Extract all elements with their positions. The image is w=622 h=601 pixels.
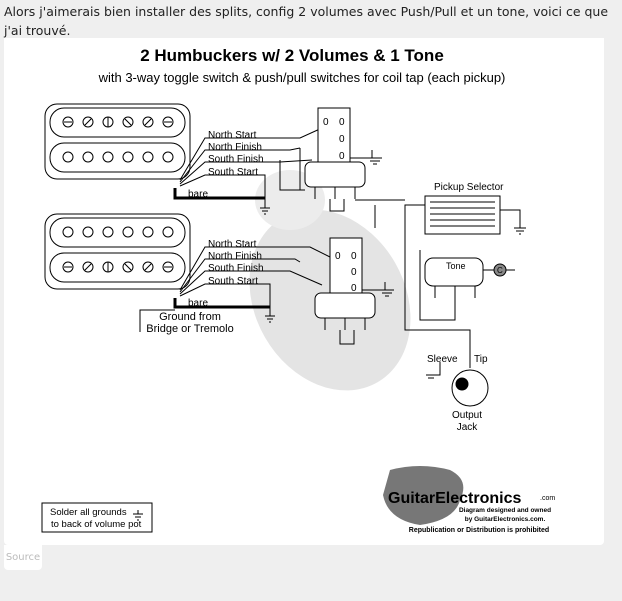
pickup-selector-switch — [355, 195, 526, 250]
tip-label: Tip — [474, 354, 488, 365]
switch-lug-label: 0 — [339, 134, 345, 145]
bridge-south-finish-label: South Finish — [208, 263, 264, 274]
output-jack — [404, 250, 489, 407]
logo-suffix: .com — [540, 495, 555, 502]
logo-line3: Republication or Distribution is prohibi… — [409, 527, 549, 534]
capacitor-label: C — [497, 266, 503, 275]
diagram-title: 2 Humbuckers w/ 2 Volumes & 1 Tone — [140, 46, 444, 65]
tone-pot — [419, 250, 515, 321]
solder-note-line1: Solder all grounds — [50, 507, 127, 518]
neck-north-start-label: North Start — [208, 130, 257, 141]
neck-south-start-label: South Start — [208, 167, 258, 178]
source-link[interactable]: Source — [4, 545, 42, 570]
ground-note-line1: Ground from — [159, 311, 221, 323]
switch-lug-label: 0 — [351, 283, 357, 294]
neck-bare-label: bare — [188, 189, 208, 200]
neck-volume-push-pull — [279, 107, 382, 212]
bridge-humbucker — [44, 213, 191, 290]
wiring-diagram-svg: 2 Humbuckers w/ 2 Volumes & 1 Tone with … — [41, 46, 555, 534]
neck-wires — [173, 127, 323, 215]
pickup-selector-label: Pickup Selector — [434, 182, 504, 193]
switch-lug-label: 0 — [323, 117, 329, 128]
diagram-subtitle: with 3-way toggle switch & push/pull swi… — [98, 70, 506, 85]
logo-line1: Diagram designed and owned — [459, 507, 551, 514]
bridge-north-start-label: North Start — [208, 239, 257, 250]
switch-lug-label: 0 — [335, 251, 341, 262]
switch-lug-label: 0 — [351, 251, 357, 262]
switch-lug-label: 0 — [339, 117, 345, 128]
solder-note-line2: to back of volume pot — [51, 519, 142, 530]
switch-lug-label: 0 — [351, 267, 357, 278]
wiring-diagram: 2 Humbuckers w/ 2 Volumes & 1 Tone with … — [4, 38, 604, 545]
sleeve-label: Sleeve — [427, 354, 458, 365]
jack-label: Jack — [457, 422, 479, 433]
bridge-south-start-label: South Start — [208, 276, 258, 287]
solder-note-box — [41, 502, 153, 533]
switch-lug-label: 0 — [339, 151, 345, 162]
tone-label: Tone — [446, 261, 466, 271]
logo-brand: GuitarElectronics — [388, 490, 521, 507]
post-text: Alors j'aimerais bien installer des spli… — [4, 4, 609, 38]
ground-note-line2: Bridge or Tremolo — [146, 323, 233, 335]
bridge-north-finish-label: North Finish — [208, 251, 262, 262]
neck-south-finish-label: South Finish — [208, 154, 264, 165]
bridge-wires — [139, 246, 333, 332]
guitarelectronics-logo: GuitarElectronics .com Diagram designed … — [383, 466, 555, 534]
bridge-volume-push-pull — [314, 237, 394, 345]
neck-humbucker — [44, 103, 191, 180]
logo-line2: by GuitarElectronics.com. — [465, 516, 546, 523]
neck-north-finish-label: North Finish — [208, 142, 262, 153]
output-label: Output — [452, 410, 482, 421]
bridge-bare-label: bare — [188, 298, 208, 309]
